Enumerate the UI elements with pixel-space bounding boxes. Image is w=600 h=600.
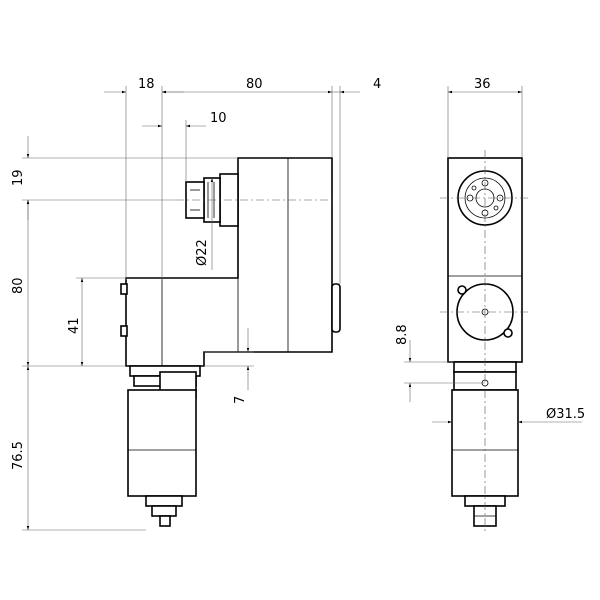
lug-bottom (120, 325, 128, 337)
dim-76-5: 76.5 (11, 441, 26, 470)
dim-19: 19 (11, 169, 26, 186)
side-right-cap (331, 283, 341, 333)
dim-phi31-5: Ø31.5 (546, 407, 585, 422)
dim-10: 10 (210, 111, 227, 126)
side-shaft-2 (151, 505, 177, 517)
dim-36: 36 (474, 77, 491, 92)
dim-41: 41 (67, 317, 82, 334)
dim-18: 18 (138, 77, 155, 92)
dim-7: 7 (233, 396, 248, 404)
dim-80-top: 80 (246, 77, 263, 92)
front-view (440, 150, 530, 532)
dim-8-8: 8.8 (395, 324, 410, 345)
side-cylinder (127, 389, 197, 497)
dim-phi22: Ø22 (195, 239, 210, 266)
side-view (120, 157, 341, 527)
lug-top (120, 283, 128, 295)
dim-80-left: 80 (11, 277, 26, 294)
side-shaft-1 (145, 495, 183, 507)
side-shaft-tip (159, 515, 171, 527)
dimensions: 18 80 4 10 36 19 80 76.5 41 Ø22 (11, 77, 585, 531)
dim-4: 4 (373, 77, 381, 92)
